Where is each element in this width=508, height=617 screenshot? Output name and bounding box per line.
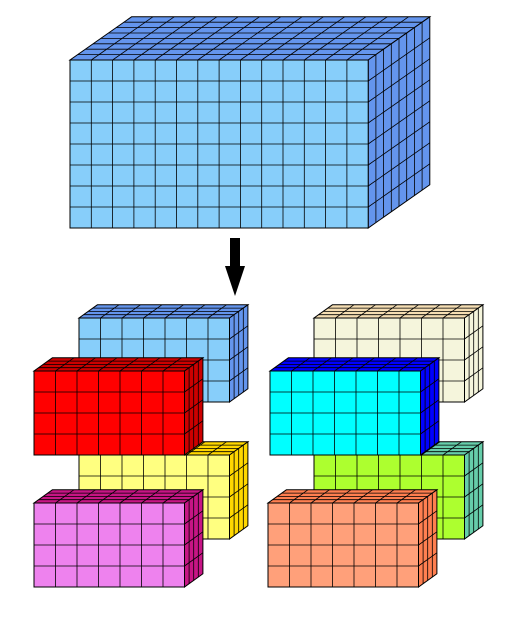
sub-block-front-left-bottom-grid [34, 489, 204, 587]
sub-block-front-left-top [32, 356, 205, 456]
source-block-grid [70, 16, 431, 228]
source-block [68, 15, 432, 229]
sub-block-front-left-bottom [32, 488, 205, 588]
sub-block-front-left-top-grid [34, 357, 204, 455]
sub-block-front-right-top-grid [270, 357, 440, 455]
sub-block-front-right-bottom-grid [268, 489, 438, 587]
sub-block-front-right-bottom [266, 488, 439, 588]
sub-block-front-right-top [268, 356, 441, 456]
down-arrow-icon [225, 238, 245, 296]
